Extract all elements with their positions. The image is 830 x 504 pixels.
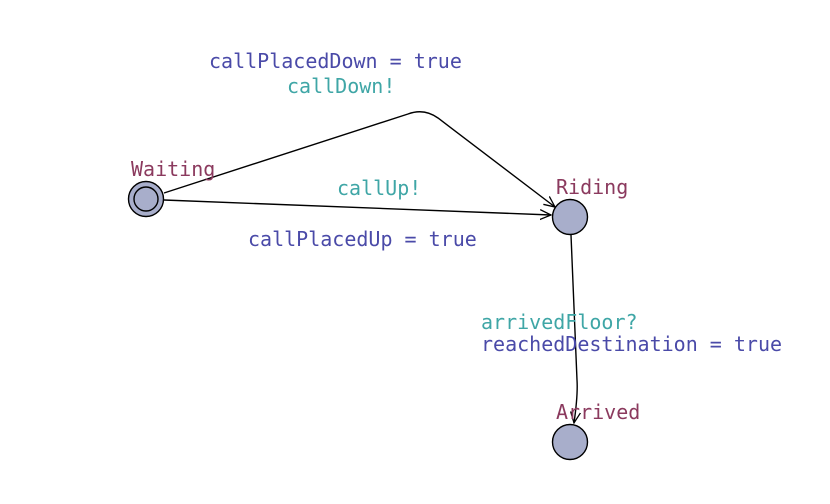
edge-guard-call-placed-down: callPlacedDown = true <box>209 49 462 73</box>
location-name-riding: Riding <box>556 175 629 199</box>
location-name-arrived: Arrived <box>556 400 641 424</box>
initial-marker-icon <box>133 186 159 212</box>
edge-update-reached-destination: reachedDestination = true <box>481 332 783 356</box>
location-riding[interactable] <box>551 198 589 236</box>
edge-sync-arrived-floor: arrivedFloor? <box>481 310 638 334</box>
edge-waiting-riding-up[interactable] <box>163 199 551 215</box>
edge-waiting-riding-down[interactable] <box>163 111 555 207</box>
edge-sync-call-down: callDown! <box>287 74 396 98</box>
edge-riding-arrived[interactable] <box>571 234 577 423</box>
location-arrived[interactable] <box>551 423 589 461</box>
location-name-waiting: Waiting <box>131 157 216 181</box>
location-waiting[interactable] <box>127 180 165 218</box>
edge-sync-call-up: callUp! <box>337 176 422 200</box>
edge-update-call-placed-up: callPlacedUp = true <box>248 227 477 251</box>
